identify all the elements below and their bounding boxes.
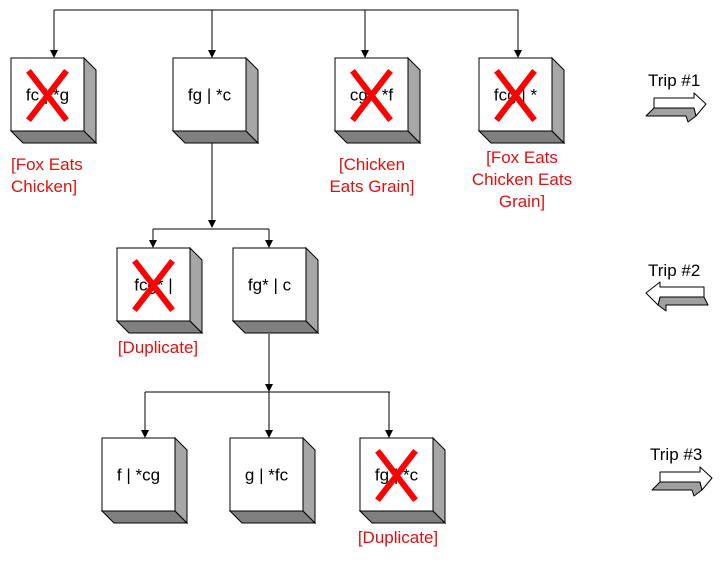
arrowhead <box>514 50 522 58</box>
trip-label: Trip #1 <box>648 71 700 90</box>
arrowhead <box>265 430 273 438</box>
box-side-face <box>551 56 565 145</box>
arrowhead <box>50 50 58 58</box>
box-front-face <box>172 57 247 132</box>
box-front-face <box>334 57 409 132</box>
note-n9: [Duplicate] <box>358 528 438 547</box>
rejected-cross-icon <box>132 258 175 313</box>
arrowhead <box>149 240 157 248</box>
note-n5: [Duplicate] <box>118 338 198 357</box>
rejected-cross-icon <box>375 448 418 503</box>
trip-1: Trip #1 <box>645 71 707 123</box>
state-box-n4: fcg | * <box>477 56 566 145</box>
note-line: Eats Grain] <box>329 177 414 196</box>
state-label: g | *fc <box>245 466 289 485</box>
note-line: [Fox Eats <box>486 148 558 167</box>
arrowhead <box>385 430 393 438</box>
tree-connectors <box>50 9 522 438</box>
state-label: fg* | c <box>248 276 292 295</box>
box-side-face <box>407 56 421 145</box>
state-box-n5: fcg* | <box>115 246 204 335</box>
arrowhead <box>208 50 216 58</box>
box-side-face <box>305 246 319 335</box>
box-bottom-face <box>115 320 204 334</box>
arrow-right-icon <box>645 92 707 123</box>
trip-label: Trip #3 <box>650 445 702 464</box>
trip-label: Trip #2 <box>648 261 700 280</box>
state-boxes: fc | *g fg | *c cg | *f fcg | * fcg* | fg* | … <box>9 56 566 525</box>
box-side-face <box>302 436 316 525</box>
box-bottom-face <box>358 510 447 524</box>
note-line: Chicken Eats <box>472 170 572 189</box>
box-bottom-face <box>231 320 320 334</box>
box-side-face <box>189 246 203 335</box>
state-box-n7: f | *cg <box>100 436 189 525</box>
state-box-n6: fg* | c <box>231 246 320 335</box>
note-line: [Fox Eats <box>11 155 83 174</box>
box-bottom-face <box>228 510 317 524</box>
rejected-cross-icon <box>494 68 537 123</box>
note-line: Chicken] <box>11 177 77 196</box>
note-line: Grain] <box>499 192 545 211</box>
rejected-cross-icon <box>26 68 69 123</box>
box-bottom-face <box>477 130 566 144</box>
box-front-face <box>229 437 304 512</box>
note-line: [Chicken <box>339 155 405 174</box>
box-bottom-face <box>100 510 189 524</box>
trip-3: Trip #3 <box>650 445 713 497</box>
box-side-face <box>83 56 97 145</box>
arrowhead <box>265 384 273 392</box>
box-side-face <box>245 56 259 145</box>
box-bottom-face <box>333 130 422 144</box>
state-box-n1: fc | *g <box>9 56 98 145</box>
state-box-n9: fg | *c <box>358 436 447 525</box>
box-side-face <box>174 436 188 525</box>
note-line: [Duplicate] <box>118 338 198 357</box>
state-box-n8: g | *fc <box>228 436 317 525</box>
box-bottom-face <box>171 130 260 144</box>
trip-legend: Trip #1 Trip #2 Trip #3 <box>645 71 713 497</box>
arrowhead <box>265 240 273 248</box>
trip-2: Trip #2 <box>645 261 709 312</box>
note-line: [Duplicate] <box>358 528 438 547</box>
state-label: fg | *c <box>188 86 232 105</box>
box-front-face <box>101 437 176 512</box>
box-front-face <box>232 247 307 322</box>
state-label: f | *cg <box>117 466 160 485</box>
arrowhead <box>141 430 149 438</box>
arrow-right-icon <box>651 466 713 497</box>
arrowhead <box>208 220 216 228</box>
arrowhead <box>361 50 369 58</box>
rejected-cross-icon <box>350 68 393 123</box>
state-box-n3: cg | *f <box>333 56 422 145</box>
box-bottom-face <box>9 130 98 144</box>
box-side-face <box>432 436 446 525</box>
state-box-n2: fg | *c <box>171 56 260 145</box>
arrow-left-icon <box>645 281 709 312</box>
